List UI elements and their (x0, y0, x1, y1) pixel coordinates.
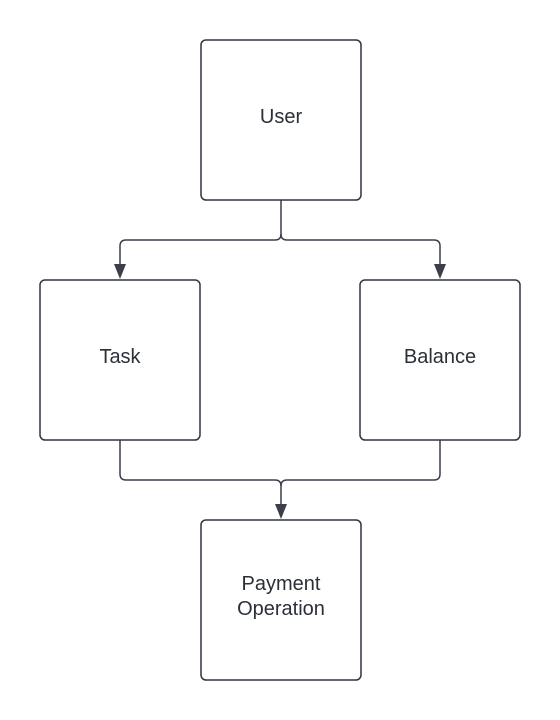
node-payment-operation-label-line2: Operation (237, 598, 325, 620)
node-payment-operation-label-line1: Payment (242, 573, 321, 595)
node-task: Task (39, 279, 201, 441)
node-payment-operation-box (200, 519, 362, 681)
node-user-label: User (260, 106, 303, 128)
node-task-box (39, 279, 201, 441)
node-payment-operation: Payment Operation (200, 519, 362, 681)
node-user: User (200, 39, 362, 201)
edge-balance-to-payment (280, 440, 441, 487)
arrowhead-balance (434, 264, 446, 279)
edge-user-to-balance (280, 233, 441, 266)
node-balance-box (359, 279, 521, 441)
arrowhead-payment (275, 504, 287, 519)
node-balance-label: Balance (404, 346, 476, 368)
edge-task-to-payment (119, 440, 282, 506)
edge-user-split (119, 200, 282, 266)
node-task-label: Task (99, 346, 141, 368)
node-balance: Balance (359, 279, 521, 441)
arrowhead-task (114, 264, 126, 279)
node-user-box (200, 39, 362, 201)
